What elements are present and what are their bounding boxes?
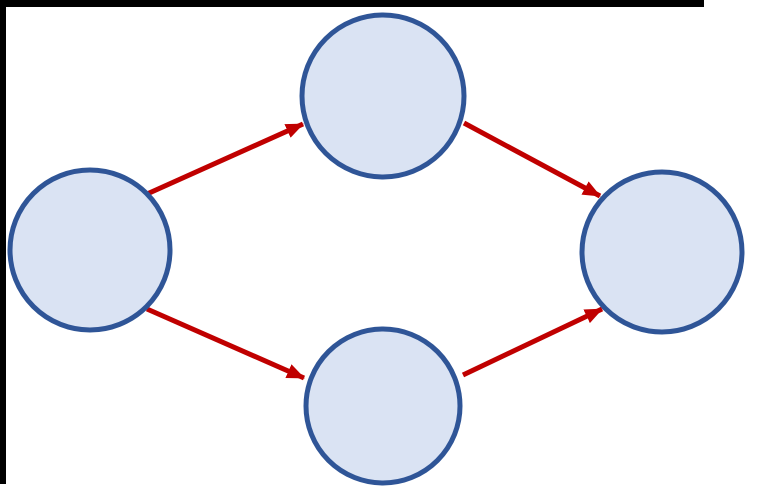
frame-top-border (0, 0, 704, 7)
node-right (579, 169, 745, 335)
edge-left-top (145, 121, 305, 197)
node-bottom (303, 326, 463, 486)
edge-left-bottom (145, 306, 306, 381)
edge-top-right (462, 120, 602, 199)
frame-left-border (0, 0, 6, 484)
node-top (299, 12, 467, 180)
edge-bottom-right (461, 306, 604, 378)
node-left (7, 167, 173, 333)
